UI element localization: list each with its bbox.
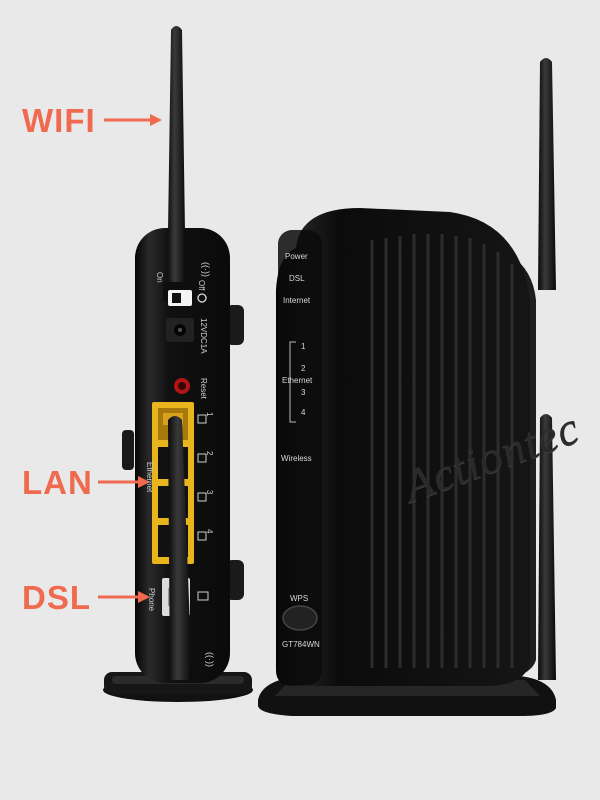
callout-arrows xyxy=(98,114,162,603)
ethernet-group-label: Ethernet xyxy=(145,462,154,493)
cooling-ribs xyxy=(370,234,514,668)
wifi-antenna xyxy=(167,26,186,300)
phone-label: Phone xyxy=(147,588,156,612)
switch-on-label: On xyxy=(155,272,164,283)
port-label-4: 4 xyxy=(205,529,214,534)
front-antenna xyxy=(538,414,556,680)
wps-button xyxy=(282,605,318,631)
front-view-router xyxy=(258,58,556,716)
lan-callout: LAN xyxy=(22,464,93,501)
svg-text:((·)): ((·)) xyxy=(201,262,211,277)
front-body xyxy=(276,208,530,686)
svg-text:((·)): ((·)) xyxy=(205,652,215,667)
led-ethernet-label: Ethernet xyxy=(282,376,313,385)
led-eth-2-label: 2 xyxy=(301,364,306,373)
led-power-label: Power xyxy=(285,252,308,261)
switch-off-label: Off xyxy=(197,280,206,291)
back-antenna xyxy=(538,58,556,290)
port-label-1: 1 xyxy=(205,412,214,417)
power-rating-label: 12VDC1A xyxy=(199,318,208,354)
wifi-callout: WIFI xyxy=(22,102,96,139)
port-label-2: 2 xyxy=(205,451,214,456)
port-label-3: 3 xyxy=(205,490,214,495)
dsl-callout: DSL xyxy=(22,579,91,616)
rear-view-router: ((·)) ((·)) xyxy=(103,26,253,702)
wps-label: WPS xyxy=(290,594,309,603)
led-eth-3-label: 3 xyxy=(301,388,306,397)
led-wireless-label: Wireless xyxy=(281,454,312,463)
reset-label: Reset xyxy=(199,378,208,399)
led-eth-4-label: 4 xyxy=(301,408,306,417)
led-eth-1-label: 1 xyxy=(301,342,306,351)
led-dsl-label: DSL xyxy=(289,274,305,283)
model-label: GT784WN xyxy=(282,640,320,649)
rear-antenna xyxy=(168,416,192,680)
led-internet-label: Internet xyxy=(283,296,311,305)
